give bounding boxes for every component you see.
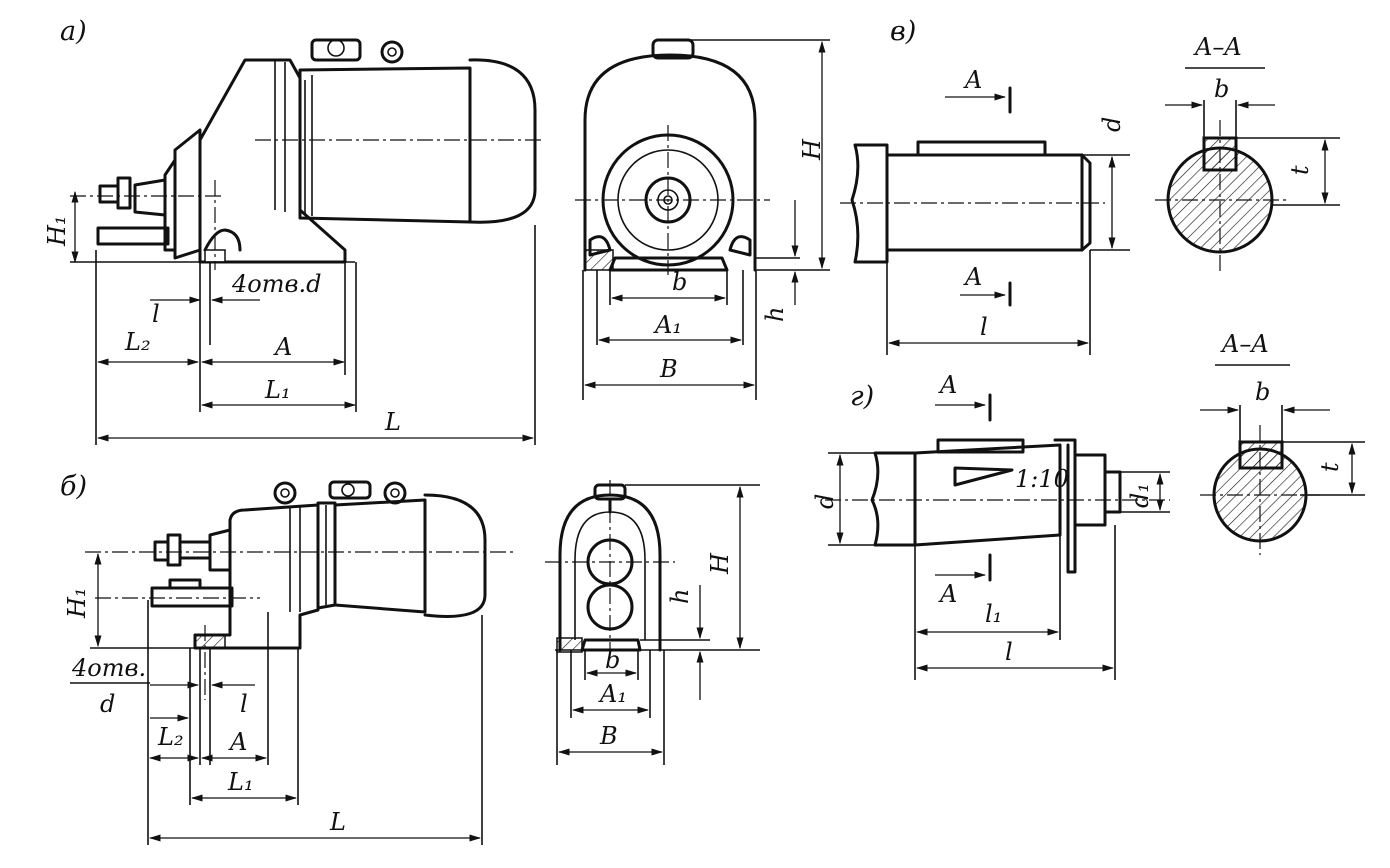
- label-holes-a: 4отв.d: [231, 270, 321, 298]
- section-mark-top-v: A: [963, 66, 982, 94]
- label-L-b: L: [329, 808, 346, 836]
- view-v-shaft: в) A A d l: [840, 16, 1130, 355]
- label-L1-a: L₁: [264, 376, 291, 404]
- section-mark-bottom-g: A: [938, 580, 957, 608]
- view-label-b: б): [60, 471, 87, 502]
- label-h-a: h: [761, 307, 789, 322]
- label-L1-b: L₁: [227, 768, 254, 796]
- label-L-a: L: [384, 408, 401, 436]
- view-label-g: г): [850, 381, 874, 412]
- label-A-a: A: [273, 333, 292, 361]
- view-g-shaft: г) 1:10 A A d d₁ l₁ l: [811, 371, 1170, 680]
- label-H1-a: H₁: [43, 215, 71, 247]
- view-label-v: в): [890, 16, 916, 47]
- label-b-top: b: [1214, 75, 1229, 103]
- view-b-front: H h b A₁ B: [545, 480, 760, 765]
- view-a-front: H h b A₁ B: [575, 38, 830, 400]
- label-L2-a: L₂: [124, 328, 151, 356]
- label-b-bottom: b: [1255, 378, 1270, 406]
- view-label-a: а): [60, 16, 87, 47]
- label-taper: 1:10: [1015, 465, 1069, 493]
- label-A-b: A: [228, 728, 247, 756]
- label-b-b: b: [605, 646, 620, 674]
- label-d1-g: d₁: [1126, 483, 1154, 508]
- section-aa-top: A–A b t: [1155, 33, 1340, 275]
- section-mark-top-g: A: [938, 371, 957, 399]
- label-holes-b: 4отв.: [71, 654, 146, 682]
- label-l-v: l: [980, 313, 988, 341]
- label-H1-b: H₁: [63, 587, 91, 619]
- section-mark-bottom-v: A: [963, 263, 982, 291]
- label-l-a: l: [152, 300, 160, 328]
- label-b-a: b: [672, 268, 687, 296]
- label-l-g: l: [1005, 638, 1013, 666]
- section-title-top: A–A: [1193, 33, 1242, 61]
- label-l1-g: l₁: [985, 600, 1002, 628]
- label-A1-a: A₁: [653, 311, 682, 339]
- label-h-b: h: [666, 589, 694, 604]
- view-a-side: а) H₁: [43, 16, 545, 445]
- section-title-bottom: A–A: [1220, 330, 1269, 358]
- label-L2-b: L₂: [157, 723, 184, 751]
- label-t-top: t: [1286, 165, 1314, 175]
- label-H-b: H: [706, 552, 734, 575]
- label-t-bottom: t: [1316, 462, 1344, 472]
- view-b-side: б) H₁ 4отв. d: [60, 471, 515, 845]
- label-B-a: B: [659, 355, 678, 383]
- label-H-a: H: [798, 138, 826, 161]
- label-A1-b: A₁: [598, 680, 627, 708]
- section-aa-bottom: A–A b t: [1200, 330, 1365, 555]
- label-d-v: d: [1098, 117, 1126, 132]
- label-B-b: B: [599, 722, 618, 750]
- label-d-g: d: [811, 494, 839, 509]
- label-l-b: l: [240, 690, 248, 718]
- label-holes-b-d: d: [100, 690, 115, 718]
